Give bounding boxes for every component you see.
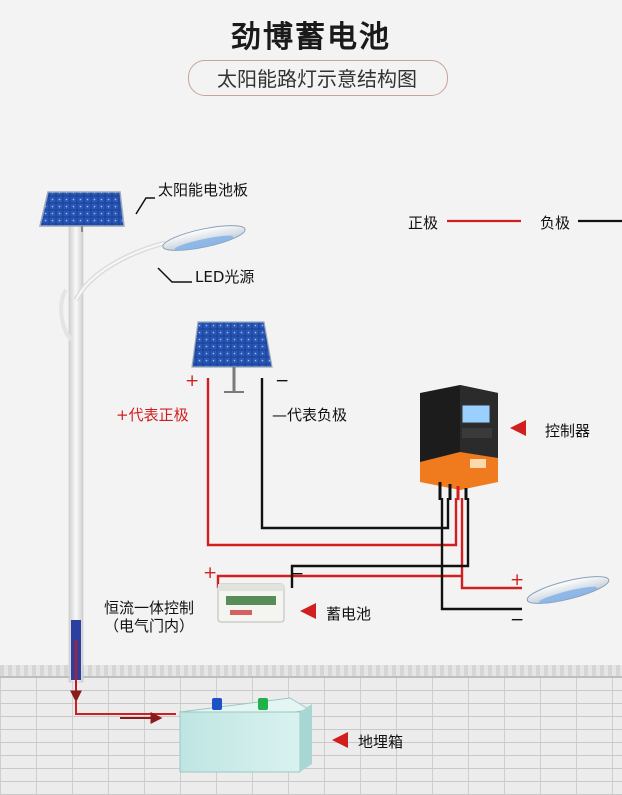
controller-pointer-arrow: [510, 420, 526, 436]
led-lamp-icon: [162, 225, 246, 251]
battery-minus-sign: −: [290, 564, 305, 584]
subtitle-frame: [188, 60, 448, 96]
battery-plus-sign: +: [203, 563, 218, 583]
positive-meaning-label: +代表正极: [116, 406, 189, 424]
legend-negative-label: 负极: [540, 214, 571, 232]
page-subtitle: 太阳能路灯示意结构图: [217, 67, 417, 91]
ground-edge: [0, 665, 622, 677]
controller-label: 控制器: [545, 422, 591, 440]
constant-current-sublabel: （电气门内）: [104, 617, 195, 635]
battery-pointer-arrow: [300, 603, 316, 619]
buried-box-label: 地埋箱: [358, 733, 404, 751]
solar-panel-pointer: [135, 197, 155, 215]
battery-label: 蓄电池: [326, 605, 372, 623]
battery-icon: [217, 583, 285, 623]
lamp-minus-sign: −: [510, 610, 525, 630]
panel-plus-sign: +: [185, 371, 200, 391]
solar-panel-label: 太阳能电池板: [158, 181, 249, 199]
led-label: LED光源: [195, 268, 255, 286]
street-light-pole: [59, 221, 166, 703]
panel-minus-sign: −: [275, 371, 290, 391]
led-lamp-right-icon: [526, 576, 610, 604]
solar-panel-top-icon: [39, 191, 125, 232]
pole-to-box-wire: [75, 700, 176, 715]
buried-box-pointer-arrow: [332, 732, 348, 748]
led-pointer: [157, 267, 192, 283]
negative-wiring: [260, 378, 522, 611]
page-title: 劲博蓄电池: [231, 20, 391, 55]
lamp-plus-sign: +: [510, 570, 525, 590]
negative-meaning-label: —代表负极: [272, 406, 348, 424]
constant-current-label: 恒流一体控制: [104, 599, 195, 617]
controller-icon: [420, 385, 498, 500]
buried-box-icon: [178, 697, 312, 773]
legend-positive-label: 正极: [408, 214, 439, 232]
solar-panel-icon: [191, 321, 273, 393]
